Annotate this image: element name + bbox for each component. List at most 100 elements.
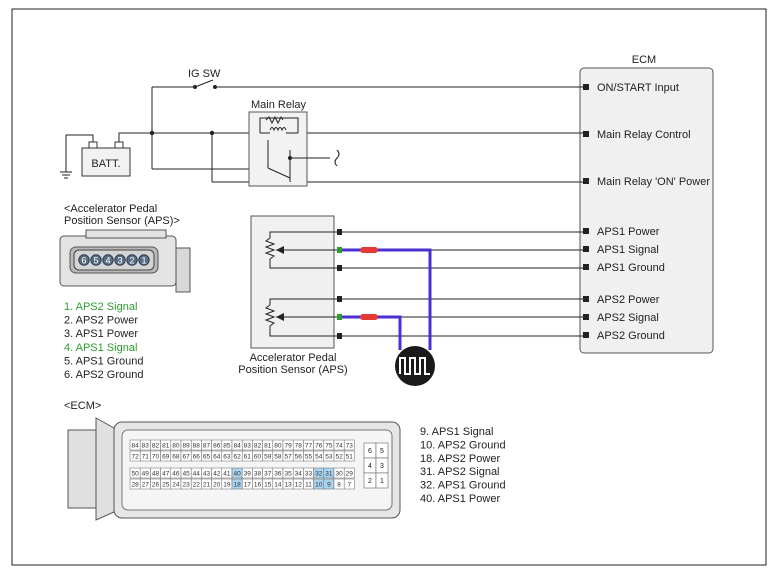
ecm-pin-cell (343, 450, 355, 462)
ecm-pin-number: 72 (131, 453, 139, 460)
ecm-pin-number: 66 (193, 453, 201, 460)
ecm-pin-number: 29 (346, 470, 354, 477)
ecm-pin-number: 86 (213, 442, 221, 449)
ecm-legend-item: 9. APS1 Signal (420, 426, 493, 438)
ecm-pin-number: 87 (203, 442, 211, 449)
ecm-pin-number: 18 (233, 481, 241, 488)
ecm-pin-number: 22 (193, 481, 201, 488)
ecm-pin-number: 31 (325, 470, 333, 477)
ig-switch (152, 79, 583, 89)
ecm-pin-number: 44 (193, 470, 201, 477)
ecm-pin-number: 23 (182, 481, 190, 488)
ecm-legend-item: 31. APS2 Signal (420, 466, 500, 478)
ecm-pin-number: 27 (142, 481, 150, 488)
ecm-pin-number: 67 (182, 453, 190, 460)
ecm-pin-number: 89 (182, 442, 190, 449)
ecm-pin-label: ON/START Input (597, 82, 679, 94)
ecm-pin-number: 39 (244, 470, 252, 477)
ecm-pin-number: 84 (131, 442, 139, 449)
ecm-pin-number: 61 (244, 453, 252, 460)
aps-pin (138, 254, 150, 266)
ecm-pin-number: 19 (223, 481, 231, 488)
ecm-pin-number: 52 (335, 453, 343, 460)
ecm-pin-cell (343, 478, 355, 490)
ecm-legend-item: 18. APS2 Power (420, 453, 500, 465)
ecm-pin-number: 13 (284, 481, 292, 488)
ecm-pin-number: 51 (346, 453, 354, 460)
ecm-pin-number: 53 (325, 453, 333, 460)
ecm-pin-number: 28 (131, 481, 139, 488)
ecm-pin-list: ON/START Input Main Relay Control Main R… (597, 82, 710, 342)
ecm-pin-label: APS2 Signal (597, 312, 659, 324)
ecm-pin-number: 32 (315, 470, 323, 477)
ecm-pin-number: 85 (223, 442, 231, 449)
ecm-pin-number: 34 (295, 470, 303, 477)
ecm-pin-number: 84 (233, 442, 241, 449)
sensor-title-line2: Position Sensor (APS) (238, 364, 347, 376)
aps-legend-item: 6. APS2 Ground (64, 369, 144, 381)
ecm-legend-item: 32. APS1 Ground (420, 480, 506, 492)
ecm-pin-number: 33 (305, 470, 313, 477)
ecm-pin-number: 42 (213, 470, 221, 477)
ecm-legend-item: 10. APS2 Ground (420, 439, 506, 451)
aps-pin-number: 1 (141, 256, 146, 266)
aps2-potentiometer (264, 298, 338, 337)
ecm-pin-number: 7 (347, 481, 351, 488)
ecm-pin-number: 56 (295, 453, 303, 460)
ig-sw-label: IG SW (188, 68, 221, 80)
ecm-pin-number: 62 (233, 453, 241, 460)
main-relay (248, 111, 340, 187)
ecm-aux-number: 4 (368, 463, 372, 470)
ecm-pin-number: 65 (203, 453, 211, 460)
ecm-pin-number: 77 (305, 442, 313, 449)
main-relay-label: Main Relay (251, 99, 307, 111)
ecm-pin-number: 38 (254, 470, 262, 477)
aps-pin-number: 3 (117, 256, 122, 266)
ecm-pin-number: 63 (223, 453, 231, 460)
ecm-pin-number: 71 (142, 453, 150, 460)
aps-pin (102, 254, 114, 266)
ecm-legend-item: 40. APS1 Power (420, 493, 500, 505)
ecm-pin-number: 16 (254, 481, 262, 488)
ecm-pin-number: 14 (274, 481, 282, 488)
aps-pin (90, 254, 102, 266)
ecm-pin-number: 58 (274, 453, 282, 460)
ecm-pin-number: 69 (162, 453, 170, 460)
ecm-pin-number: 54 (315, 453, 323, 460)
aps-pin (126, 254, 138, 266)
ecm-pin-number: 59 (264, 453, 272, 460)
ecm-pin-number: 80 (274, 442, 282, 449)
ecm-pin-number: 73 (346, 442, 354, 449)
ecm-pin-number: 17 (244, 481, 252, 488)
ecm-box (579, 67, 714, 354)
ecm-pin-label: APS1 Signal (597, 244, 659, 256)
ecm-aux-number: 2 (368, 478, 372, 485)
sensor-terminals (337, 229, 342, 339)
ecm-connector-header: <ECM> (64, 400, 101, 412)
aps-connector-header-2: Position Sensor (APS)> (64, 215, 180, 227)
ecm-pin-number: 26 (152, 481, 160, 488)
aps-pin-number: 6 (81, 256, 86, 266)
ecm-pin-number: 41 (223, 470, 231, 477)
aps-legend-item: 1. APS2 Signal (64, 301, 137, 313)
ecm-pin-number: 83 (244, 442, 252, 449)
ecm-pin-number: 50 (131, 470, 139, 477)
ecm-pin-number: 45 (182, 470, 190, 477)
aps-pin-number: 4 (105, 256, 110, 266)
ecm-pin-number: 88 (193, 442, 201, 449)
ecm-aux-number: 5 (380, 448, 384, 455)
ecm-aux-number: 1 (380, 478, 384, 485)
ecm-pin-number: 48 (152, 470, 160, 477)
battery-label: BATT. (91, 158, 120, 170)
ecm-pin-number: 81 (162, 442, 170, 449)
ecm-title: ECM (632, 54, 656, 66)
ecm-pin-number: 20 (213, 481, 221, 488)
ecm-pin-label: Main Relay 'ON' Power (597, 176, 710, 188)
ecm-pin-label: APS1 Power (597, 226, 660, 238)
aps-pin (114, 254, 126, 266)
ecm-pin-number: 46 (172, 470, 180, 477)
